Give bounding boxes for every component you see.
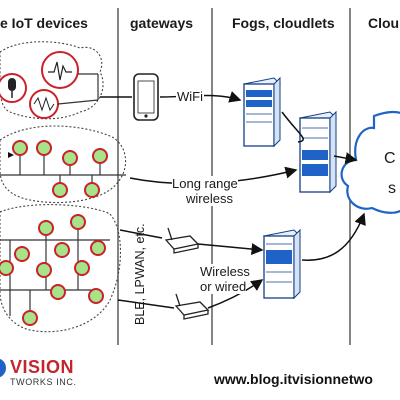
cloud-text-fragment: C [384,150,396,167]
website-url: www.blog.itvisionnetwo [214,371,373,387]
label-ble-lpwan: BLE, LPWAN, etc. [133,223,147,325]
sensor-cluster [0,41,104,120]
iot-node [50,284,66,300]
iot-node [88,288,104,304]
cloud-text-fragment: s [388,180,396,197]
column-header-fogs: Fogs, cloudlets [232,15,335,31]
iot-node [0,260,14,276]
device-cluster-mid [0,125,127,204]
iot-node [36,140,52,156]
fog-server-icon [298,110,338,194]
iot-node [38,220,54,236]
iot-node [70,214,86,230]
iot-node [12,140,28,156]
router-gateway-icon [174,293,210,320]
iot-node [84,182,100,198]
brand-logo-globe [0,358,6,378]
sensor-node [41,51,79,89]
iot-node [52,182,68,198]
router-gateway-icon [164,227,200,254]
smartphone-gateway-icon [133,73,159,121]
iot-node [90,240,106,256]
microphone-icon [0,73,27,103]
label-long-range-wireless: wireless [186,191,233,206]
brand-subtitle: TWORKS INC. [10,377,77,387]
sensor-node [29,89,59,119]
device-cluster-bottom [0,204,122,333]
iot-node [62,150,78,166]
iot-node [74,260,90,276]
iot-node [92,148,108,164]
iot-node [22,310,38,326]
fog-server-icon [242,76,282,148]
iot-node [36,262,52,278]
label-long-range: Long range [172,176,238,191]
column-header-devices: e IoT devices [0,15,88,31]
iot-node [14,246,30,262]
label-wifi: WiFi [176,89,204,104]
label-or-wired: or wired [200,279,247,294]
cloud-icon [340,110,400,214]
column-header-cloud: Clou [368,15,400,31]
label-wireless: Wireless [200,264,250,279]
brand-name: VISION [10,357,75,377]
fog-server-icon [262,228,302,300]
iot-node [54,242,70,258]
column-header-gateways: gateways [130,15,194,31]
